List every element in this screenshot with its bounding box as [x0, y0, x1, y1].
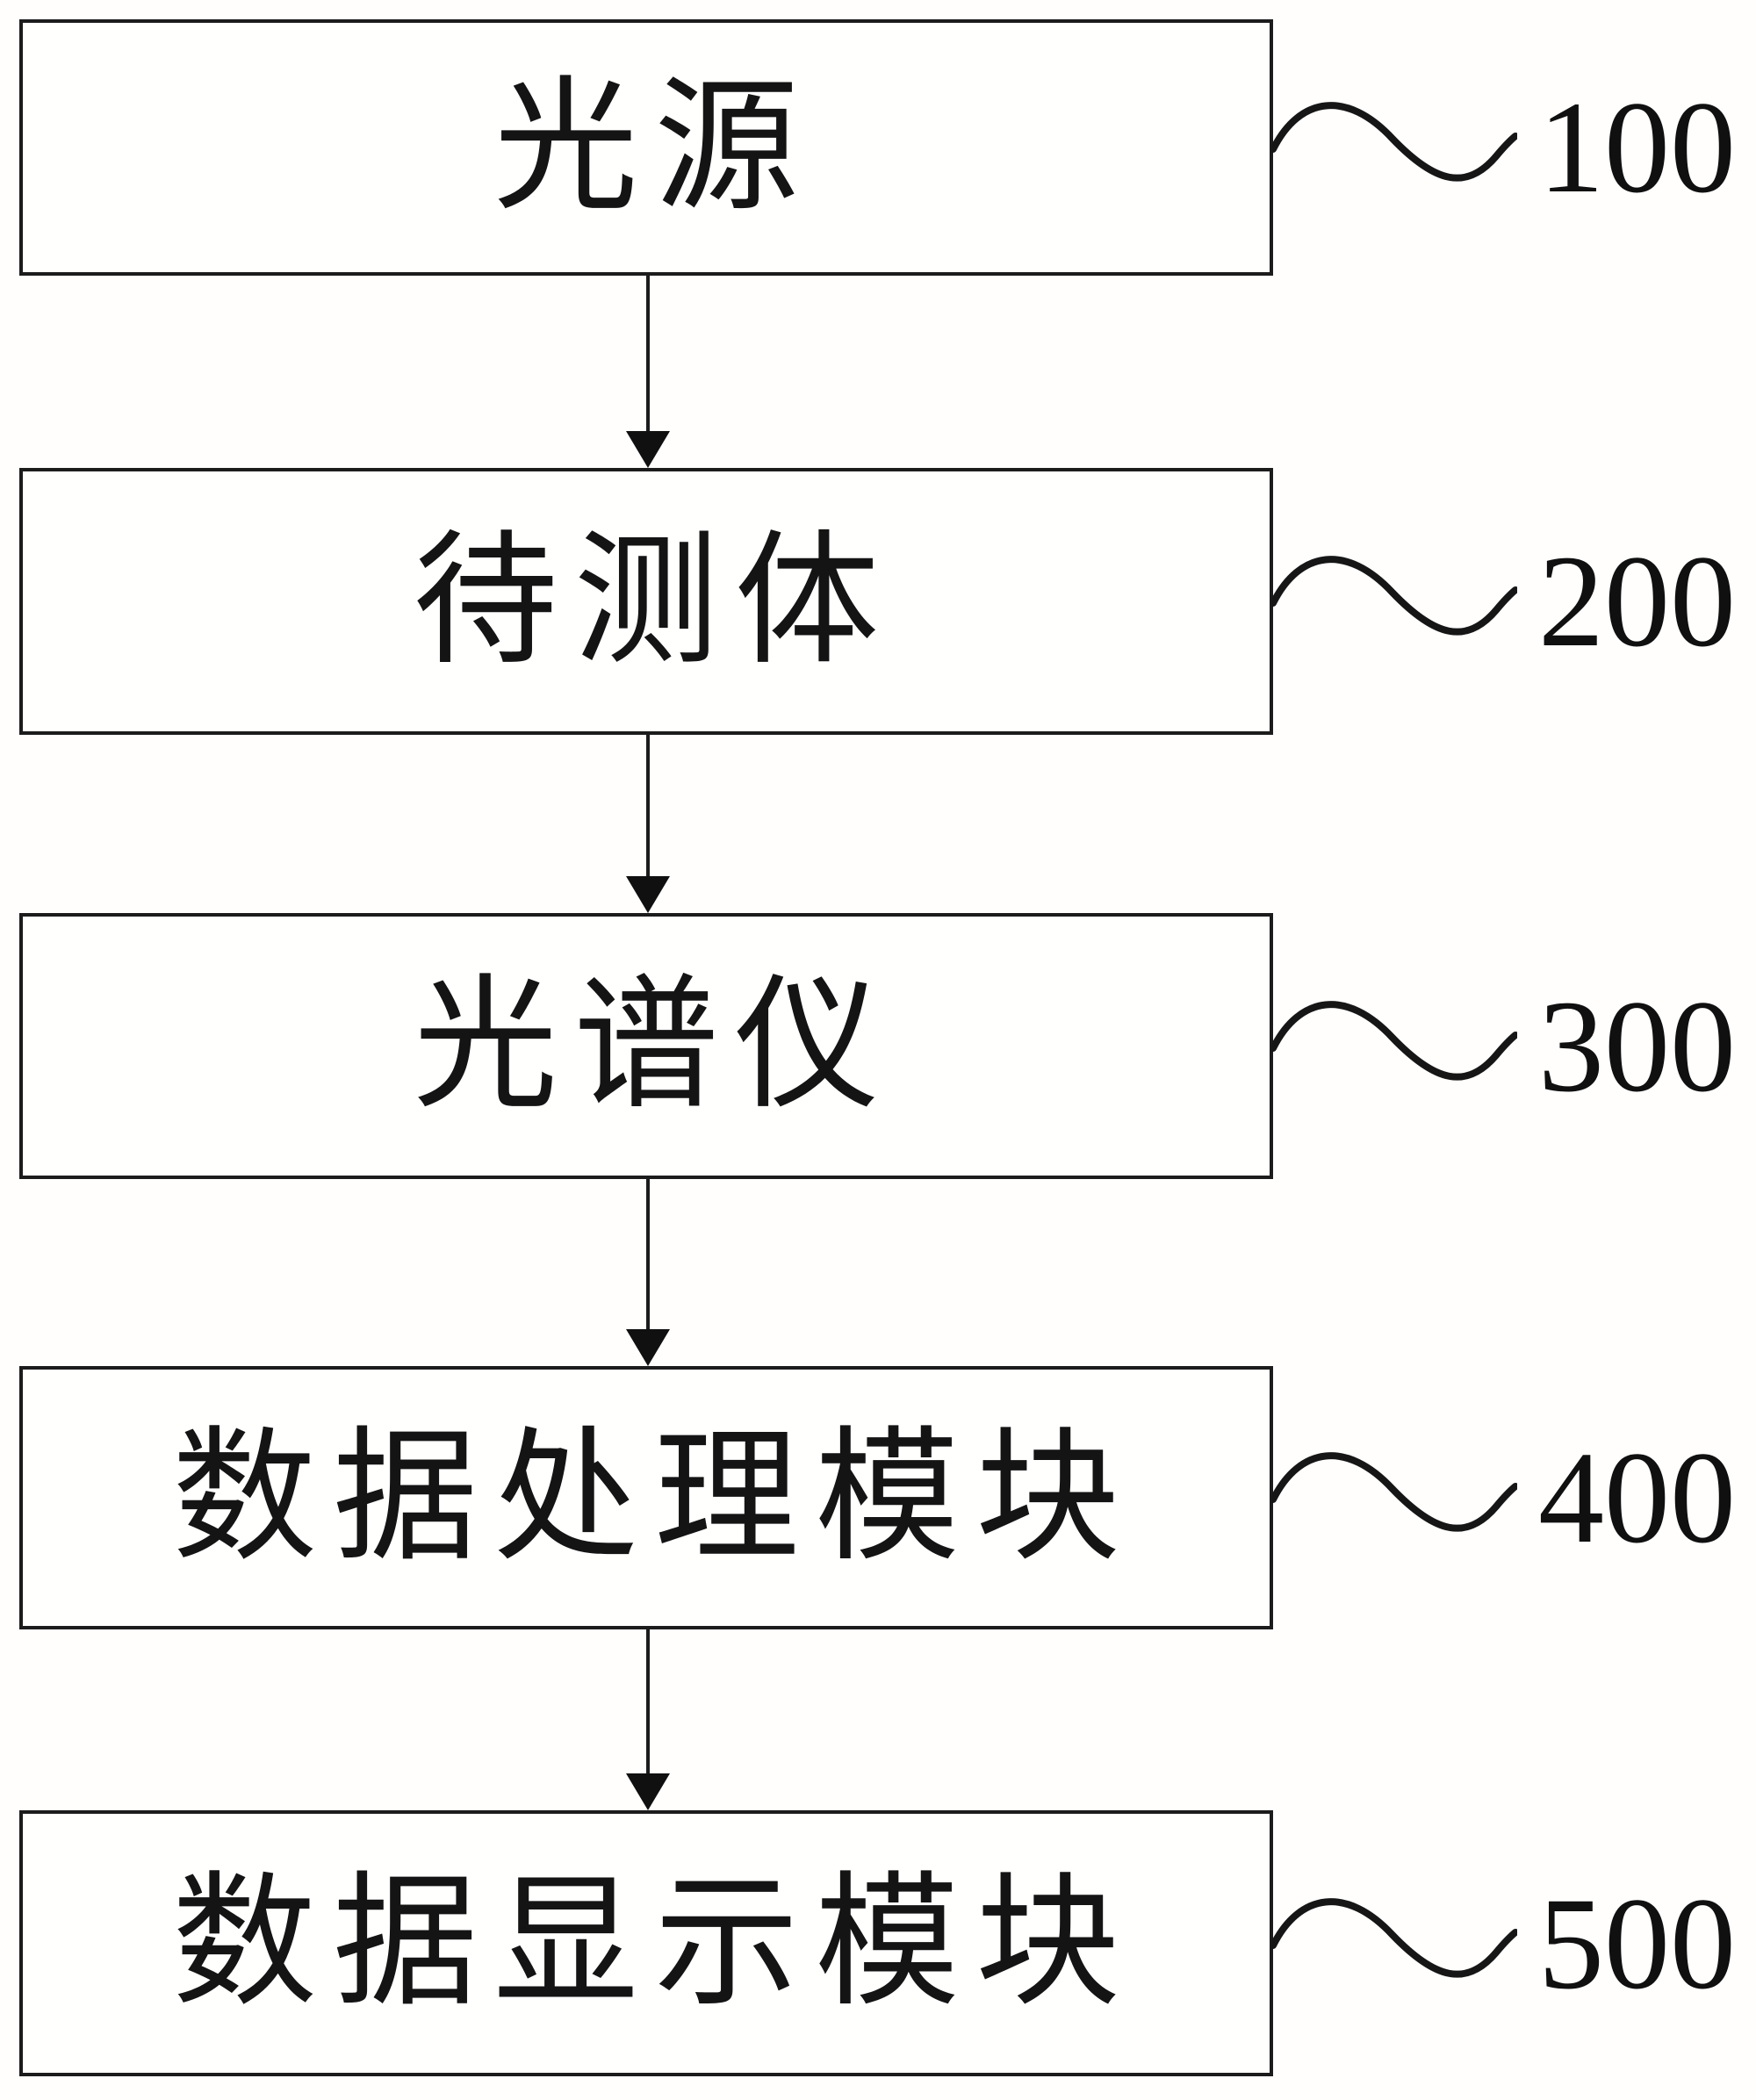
- arrow-shaft: [646, 1629, 650, 1777]
- box-label-data-processing: 数据处理模块: [172, 1417, 1136, 1579]
- box-label-data-display: 数据显示模块: [172, 1863, 1136, 2024]
- arrow-head-icon: [626, 1329, 670, 1366]
- down-arrow-icon: [625, 276, 671, 468]
- down-arrow-icon: [625, 1179, 671, 1366]
- flow-box-spectrometer: 光谱仪: [19, 913, 1273, 1179]
- ref-number-500: 500: [1538, 1871, 1736, 2017]
- down-arrow-icon: [625, 735, 671, 913]
- arrow-head-icon: [626, 876, 670, 913]
- arrow-shaft: [646, 276, 650, 435]
- squiggle-leader-icon: [1271, 985, 1517, 1108]
- arrow-head-icon: [626, 431, 670, 468]
- down-arrow-icon: [625, 1629, 671, 1810]
- arrow-head-icon: [626, 1773, 670, 1810]
- ref-number-200: 200: [1538, 529, 1736, 674]
- ref-number-100: 100: [1538, 75, 1736, 220]
- box-label-light-source: 光源: [493, 67, 815, 228]
- flow-box-test-object: 待测体: [19, 468, 1273, 735]
- flow-box-light-source: 光源: [19, 19, 1273, 276]
- flow-box-data-display-module: 数据显示模块: [19, 1810, 1273, 2076]
- ref-number-400: 400: [1538, 1425, 1736, 1571]
- arrow-shaft: [646, 1179, 650, 1333]
- squiggle-leader-icon: [1271, 540, 1517, 663]
- arrow-shaft: [646, 735, 650, 880]
- squiggle-leader-icon: [1271, 1882, 1517, 2005]
- flow-box-data-processing-module: 数据处理模块: [19, 1366, 1273, 1629]
- box-label-spectrometer: 光谱仪: [413, 966, 896, 1126]
- box-label-test-object: 待测体: [413, 521, 896, 682]
- ref-number-300: 300: [1538, 974, 1736, 1119]
- squiggle-leader-icon: [1271, 86, 1517, 209]
- squiggle-leader-icon: [1271, 1436, 1517, 1559]
